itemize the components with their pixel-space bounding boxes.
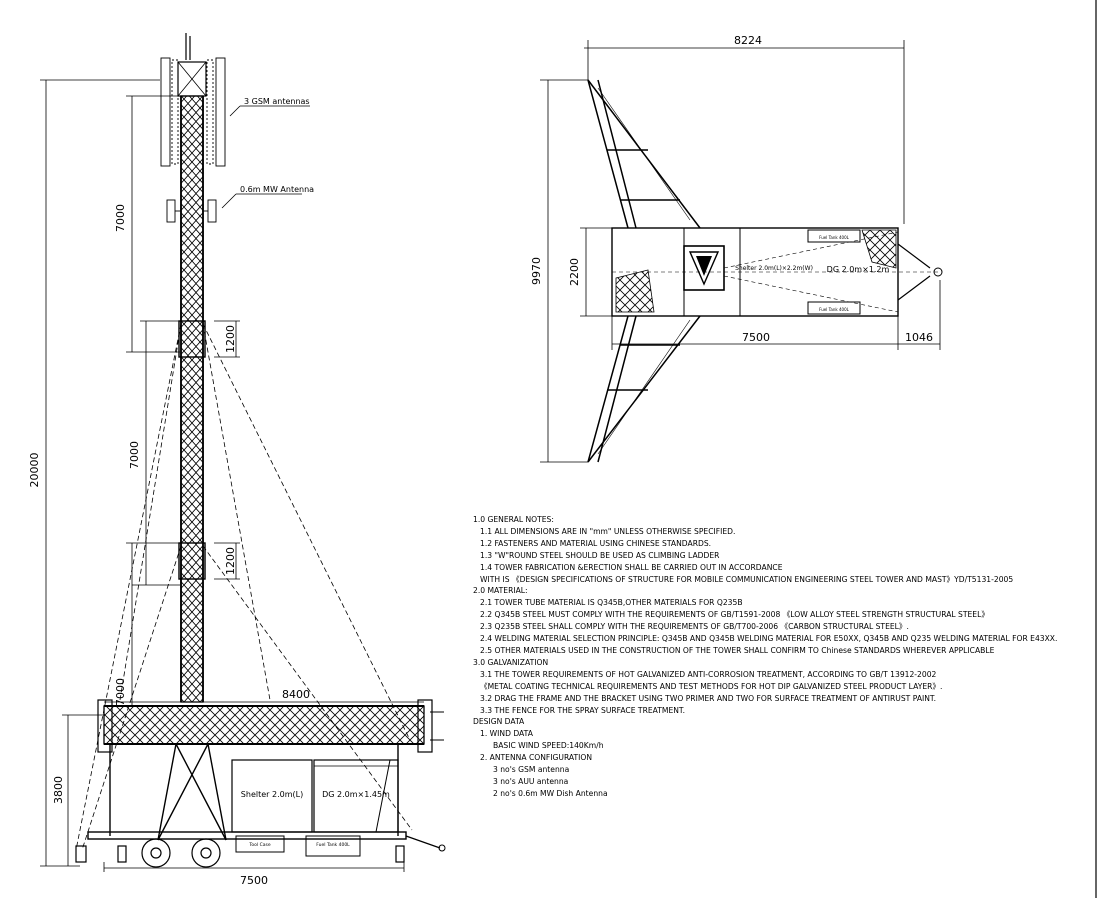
tower-elevation: 3 GSM antennas 0.6m MW Antenna 20000 700… <box>28 33 446 887</box>
antenna-item: 3 no's GSM antenna <box>493 765 570 775</box>
notes-design-title: DESIGN DATA <box>473 717 525 727</box>
dim-overlap-upper: 1200 <box>224 325 237 353</box>
dim-height-total: 20000 <box>28 453 41 488</box>
notes-general-title: 1.0 GENERAL NOTES: <box>473 515 554 524</box>
note-2-5: 2.5 OTHER MATERIALS USED IN THE CONSTRUC… <box>480 645 995 655</box>
dim-plan-length: 7500 <box>742 331 770 344</box>
antenna-config-title: 2. ANTENNA CONFIGURATION <box>480 753 593 763</box>
dim-section-top: 7000 <box>114 204 127 232</box>
wind-speed: BASIC WIND SPEED:140Km/h <box>493 741 604 751</box>
dim-trailer-length: 7500 <box>240 874 268 887</box>
dim-outrigger-span: 8224 <box>734 34 762 47</box>
plan-label-fuel-b: Fuel Tank 400L <box>819 307 849 312</box>
note-3-2: 3.2 DRAG THE FRAME AND THE BRACKET USING… <box>480 693 937 703</box>
dim-boom-length: 8400 <box>282 688 310 701</box>
note-2-2: 2.2 Q345B STEEL MUST COMPLY WITH THE REQ… <box>480 610 989 620</box>
label-fuel-tank: Fuel Tank 400L <box>316 842 350 848</box>
antenna-item: 2 no's 0.6m MW Dish Antenna <box>493 788 608 798</box>
dim-drawbar: 1046 <box>905 331 933 344</box>
note-1-4: 1.4 TOWER FABRICATION &ERECTION SHALL BE… <box>480 562 783 572</box>
notes-material-title: 2.0 MATERIAL: <box>473 586 528 596</box>
dim-section-low: 7000 <box>114 678 127 706</box>
note-1-3: 1.3 "W"ROUND STEEL SHOULD BE USED AS CLI… <box>480 550 720 560</box>
label-tool-case: Tool Case <box>248 842 270 848</box>
label-shelter: Shelter 2.0m(L) <box>241 790 303 799</box>
note-2-3: 2.3 Q235B STEEL SHALL COMPLY WITH THE RE… <box>480 622 909 632</box>
label-dg: DG 2.0m×1.45m <box>322 790 390 799</box>
note-3-3: 3.3 THE FENCE FOR THE SPRAY SURFACE TREA… <box>480 705 686 715</box>
general-notes: 1.0 GENERAL NOTES: 1.1 ALL DIMENSIONS AR… <box>473 514 1113 800</box>
dim-overall-width: 9970 <box>530 257 543 285</box>
note-3-1-cont: 《METAL COATING TECHNICAL REQUIREMENTS AN… <box>480 681 943 691</box>
wind-data-title: 1. WIND DATA <box>480 729 533 739</box>
note-3-1: 3.1 THE TOWER REQUIREMENTS OF HOT GALVAN… <box>480 669 937 679</box>
dim-section-mid: 7000 <box>128 441 141 469</box>
plan-label-fuel-a: Fuel Tank 400L <box>819 235 849 240</box>
note-1-1: 1.1 ALL DIMENSIONS ARE IN "mm" UNLESS OT… <box>480 526 736 536</box>
callout-gsm: 3 GSM antennas <box>244 97 310 106</box>
note-1-4-cont: WITH IS 《DESIGN SPECIFICATIONS OF STRUCT… <box>480 574 1014 584</box>
dim-trailer-height: 3800 <box>52 776 65 804</box>
dim-overlap-lower: 1200 <box>224 547 237 575</box>
note-2-1: 2.1 TOWER TUBE MATERIAL IS Q345B,OTHER M… <box>480 598 743 608</box>
dim-trailer-width: 2200 <box>568 258 581 286</box>
callout-mw: 0.6m MW Antenna <box>240 185 314 194</box>
trailer-wheels <box>141 838 221 868</box>
gsm-antenna-panels <box>160 57 226 167</box>
note-1-2: 1.2 FASTENERS AND MATERIAL USING CHINESE… <box>480 538 712 548</box>
note-2-4: 2.4 WELDING MATERIAL SELECTION PRINCIPLE… <box>480 634 1058 644</box>
plan-label-dg: DG 2.0m×1.2m <box>827 265 890 274</box>
trailer-plan: 8224 9970 2200 7500 1046 Shelter 2.0m(L)… <box>530 34 943 463</box>
plan-label-shelter: Shelter 2.0m(L)×2.2m(W) <box>735 265 813 272</box>
antenna-item: 3 no's AUU antenna <box>493 776 569 786</box>
notes-galvanization-title: 3.0 GALVANIZATION <box>473 657 549 667</box>
